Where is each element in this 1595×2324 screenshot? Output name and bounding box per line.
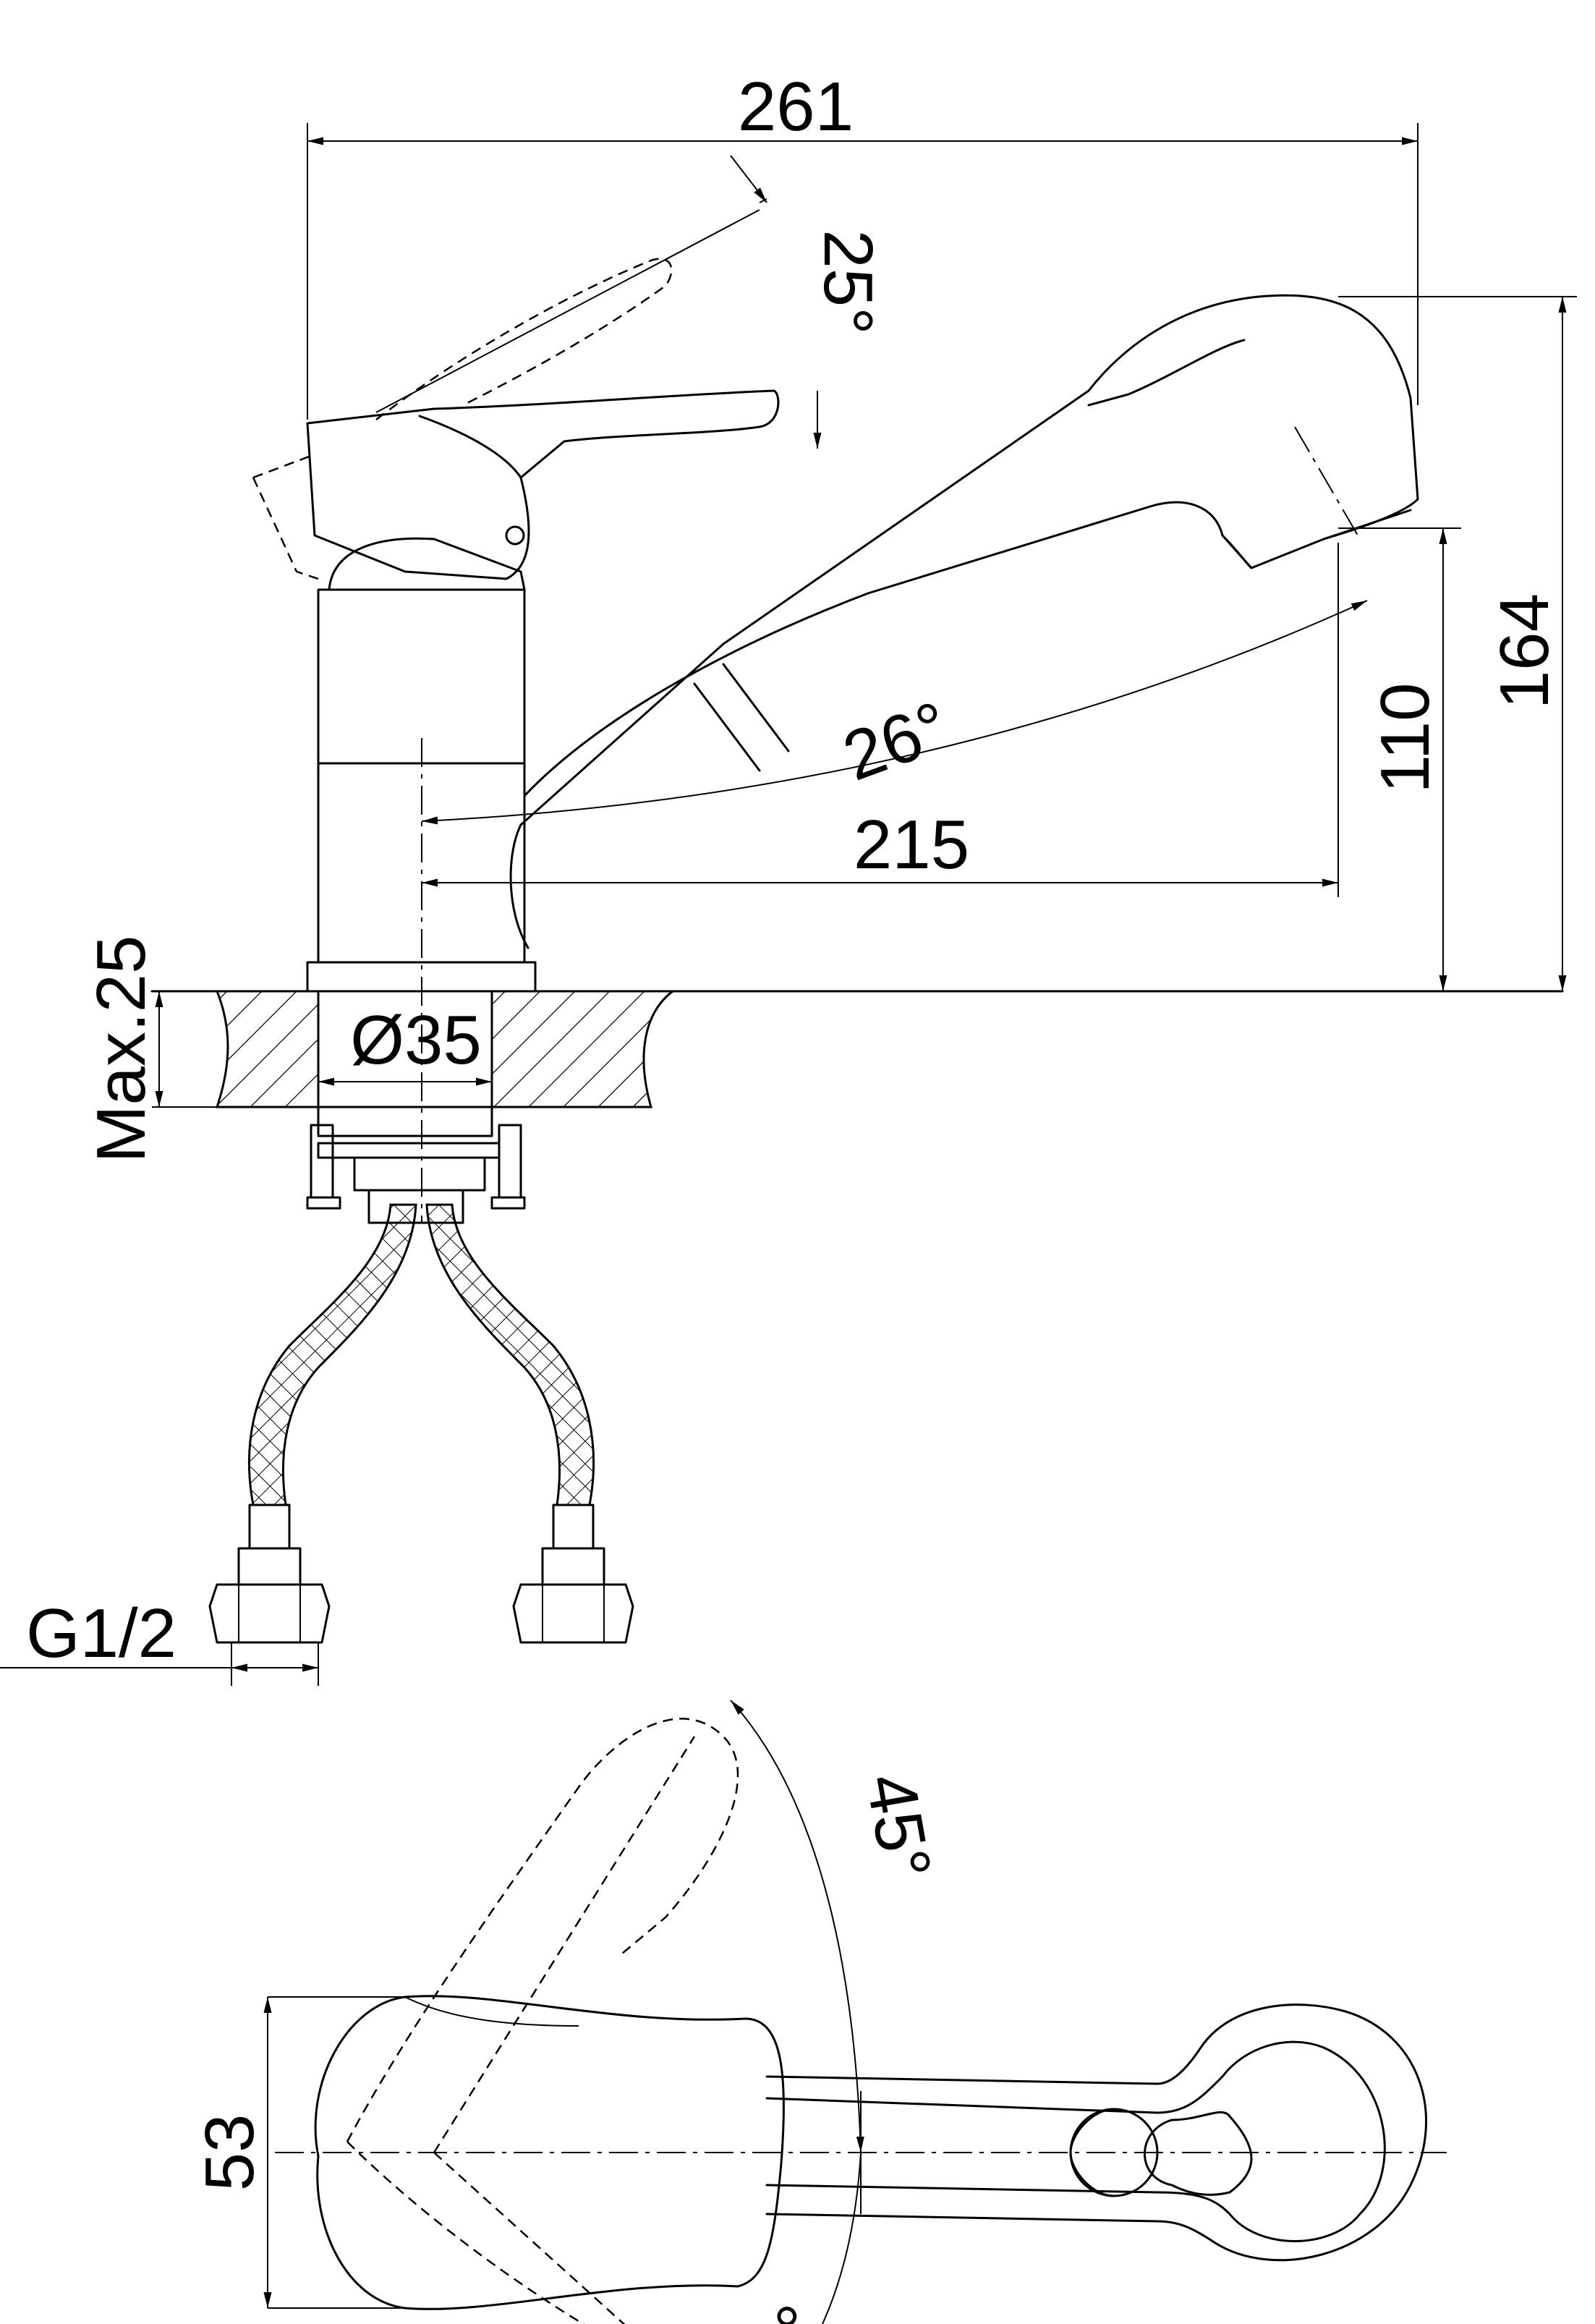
dim-lever-tilt-angle: 25° xyxy=(809,229,887,334)
lever-handle-raised-dashed xyxy=(252,258,673,580)
dimension-lines xyxy=(0,123,1577,1686)
spout-top xyxy=(765,2003,1427,2262)
dim-handle-width: 53 xyxy=(191,2114,268,2192)
hose-connector-right xyxy=(512,1504,634,1644)
dim-mount-diameter: Ø35 xyxy=(350,1001,481,1079)
dim-spout-angle: 26° xyxy=(833,687,958,795)
dim-height: 164 xyxy=(1486,593,1563,709)
lever-handle xyxy=(306,389,780,580)
lever-rotated-dashed xyxy=(346,1718,739,2324)
lever-top xyxy=(314,1995,785,2310)
flexible-hoses xyxy=(247,1203,595,1506)
mounting-hardware xyxy=(306,1106,526,1224)
dim-overall-length: 261 xyxy=(738,68,854,145)
dim-lever-rotation-right: 45° xyxy=(733,2295,842,2324)
side-view: 261 25° 26° 215 110 164 Max.25 Ø35 G1/2 xyxy=(0,68,1577,1686)
dim-lever-rotation-left: 45° xyxy=(851,1768,946,1886)
dim-spout-reach: 215 xyxy=(854,806,969,883)
dim-spout-height: 110 xyxy=(1366,682,1444,793)
top-dimension-lines xyxy=(263,1700,864,2324)
top-view: 53 45° 45° xyxy=(191,1700,1447,2324)
dim-max-deck-thickness: Max.25 xyxy=(82,936,160,1163)
hose-connector-left xyxy=(208,1504,331,1644)
dim-connection-thread: G1/2 xyxy=(26,1595,176,1672)
